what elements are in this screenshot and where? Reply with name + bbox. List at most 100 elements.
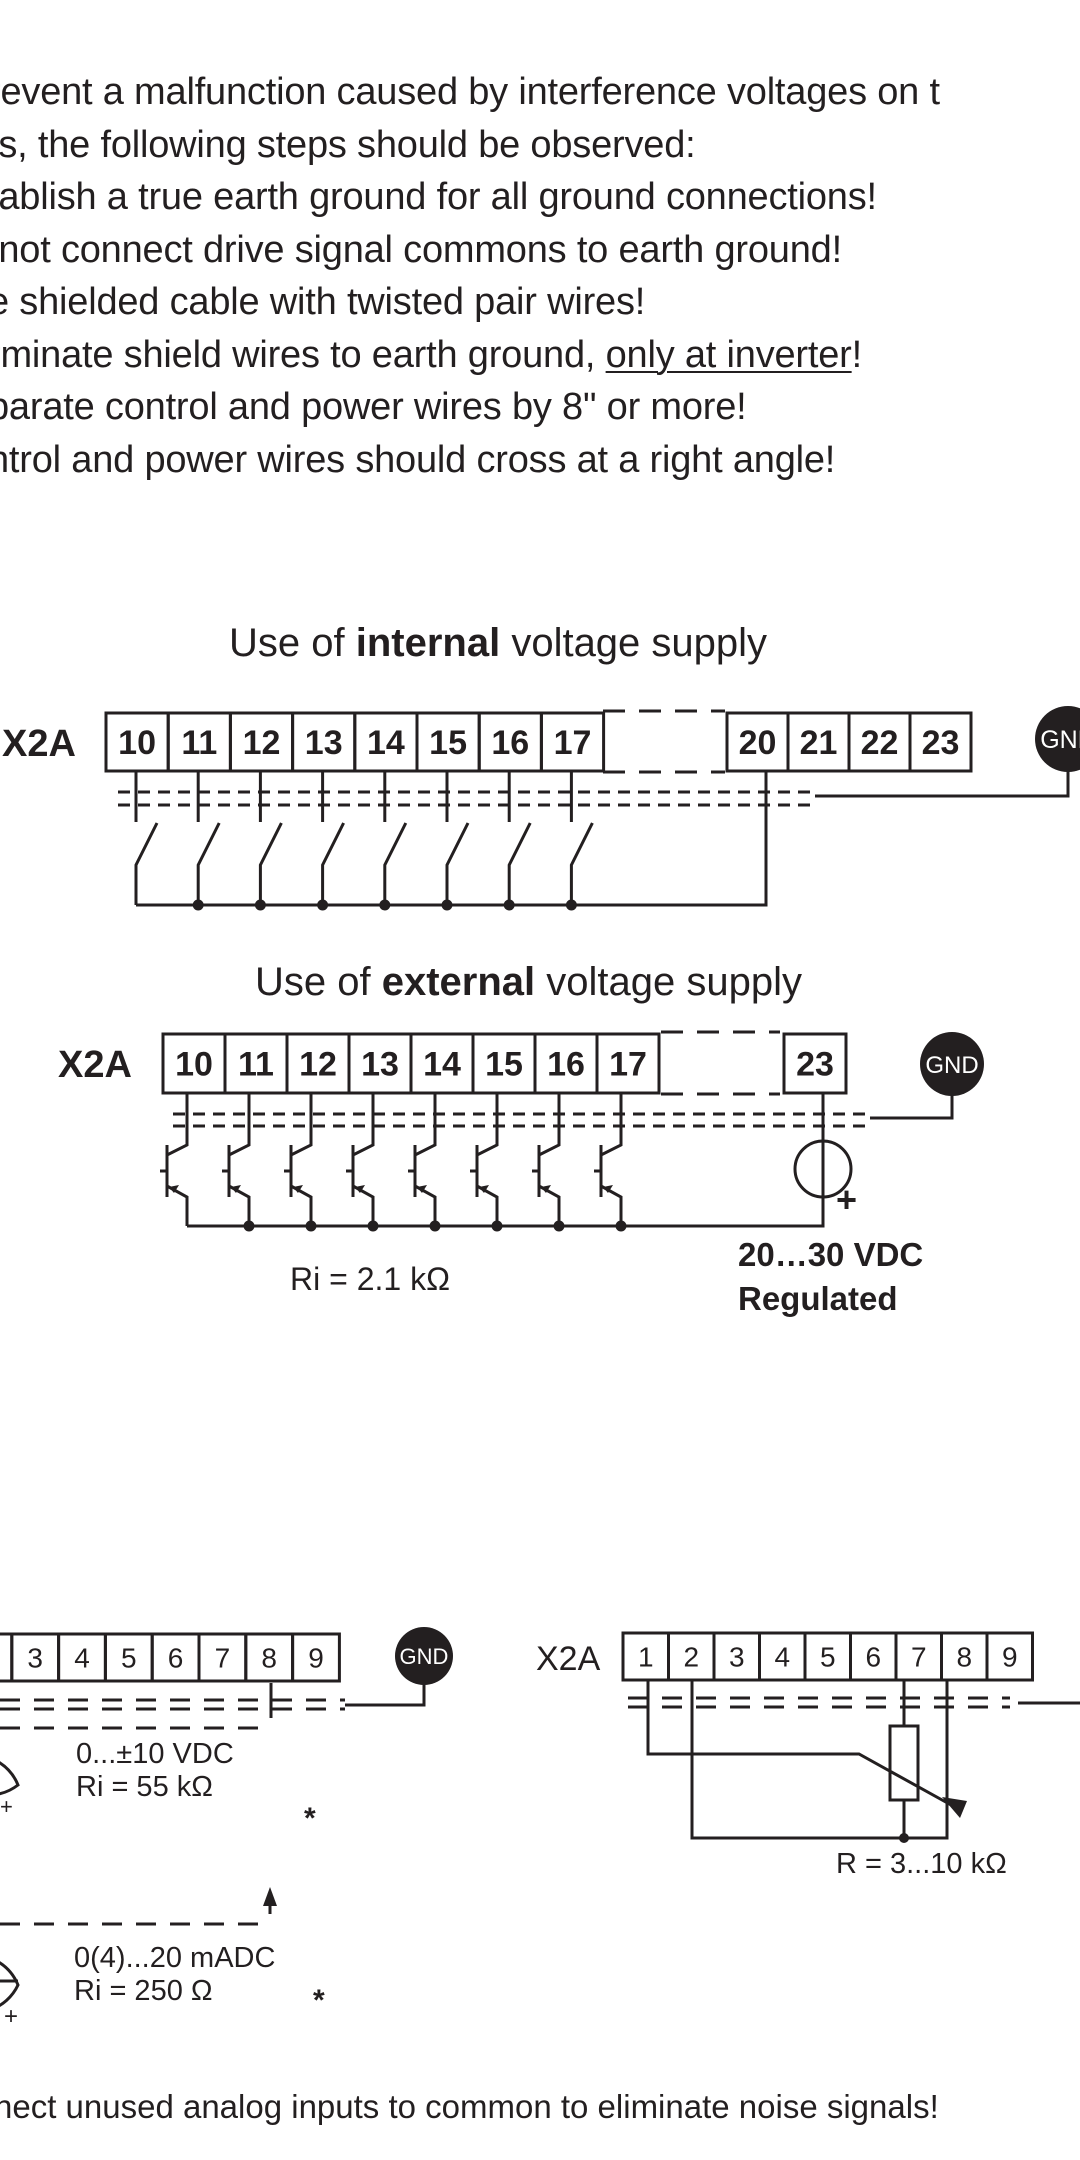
terminal-box [595, 1032, 661, 1095]
terminal-number: 15 [485, 1046, 523, 1084]
terminal-9: 9 [985, 1631, 1034, 1682]
external-supply-title: Use of external voltage supply [255, 960, 802, 1004]
terminal-6: 6 [849, 1631, 898, 1682]
voltage-source-icon [793, 1139, 853, 1199]
switch-contact-icon [196, 822, 221, 905]
plus-sign: + [836, 1179, 857, 1220]
terminal-12: 12 [285, 1032, 351, 1095]
switch-contact-icon [445, 822, 470, 905]
transistor-17 [594, 1093, 627, 1232]
emitter-lead [166, 1184, 189, 1226]
terminal-3: 3 [10, 1632, 61, 1683]
terminal-4: 4 [758, 1631, 807, 1682]
transistor-13 [346, 1093, 379, 1232]
collector-lead [228, 1093, 251, 1157]
terminal-20: 20 [725, 711, 790, 773]
terminal-17: 17 [595, 1032, 661, 1095]
gnd-label: GND [925, 1052, 978, 1079]
footer-note: nect unused analog inputs to common to e… [0, 2088, 939, 2125]
terminal-number: 10 [175, 1046, 213, 1084]
common-wire [187, 1094, 825, 1228]
supply-note: Regulated [738, 1280, 898, 1317]
terminal-14: 14 [353, 711, 419, 773]
terminal-11: 11 [166, 711, 232, 773]
terminal-box [291, 1632, 341, 1683]
terminal-8: 8 [940, 1631, 989, 1682]
transistor-14 [408, 1093, 441, 1232]
guideline-line: e shielded cable with twisted pair wires… [0, 281, 646, 323]
terminal-number: 13 [361, 1046, 399, 1084]
terminal-7: 7 [197, 1632, 248, 1683]
transistor-15 [470, 1093, 503, 1232]
terminal-10: 10 [161, 1032, 227, 1095]
terminal-21: 21 [786, 711, 851, 773]
terminal-number: 11 [238, 1046, 274, 1084]
reference-loop-wire [690, 1680, 949, 1840]
guideline-line: ts, the following steps should be observ… [0, 123, 696, 166]
guideline-line: not connect drive signal commons to eart… [0, 228, 842, 271]
shield-ground-wire [870, 1093, 954, 1120]
terminal-4: 4 [57, 1632, 107, 1683]
underlined-emphasis: only at inverter [605, 333, 852, 376]
terminal-13: 13 [347, 1032, 413, 1095]
terminal-number: 17 [609, 1046, 647, 1084]
terminal-22: 22 [847, 711, 912, 773]
connector-label: X2A [58, 1044, 132, 1086]
emitter-lead [228, 1184, 251, 1226]
terminal-13: 13 [291, 711, 357, 773]
terminal-2: 2 [667, 1631, 716, 1682]
current-ri: Ri = 250 Ω [74, 1975, 213, 2007]
terminal-box [985, 1631, 1034, 1682]
terminal-15: 15 [415, 711, 481, 773]
emitter-arrow-icon [479, 1185, 489, 1193]
emitter-arrow-icon [603, 1185, 613, 1193]
terminal-14: 14 [409, 1032, 475, 1095]
voltage-ri: Ri = 55 kΩ [76, 1771, 213, 1803]
emitter-lead [290, 1184, 313, 1226]
terminal-17: 17 [539, 711, 606, 773]
guideline-suffix: ! [851, 333, 863, 376]
gnd-symbol: GND [920, 1032, 984, 1096]
gnd-icon [395, 1627, 453, 1685]
terminal- [0, 1632, 14, 1683]
input-resistance: Ri = 2.1 kΩ [290, 1261, 450, 1297]
terminal-number: 6 [168, 1643, 184, 1674]
gnd-label: GND [400, 1644, 449, 1669]
terminal-number: 8 [261, 1643, 277, 1674]
emitter-lead [600, 1184, 623, 1226]
collector-lead [290, 1093, 313, 1157]
terminal-number: 10 [118, 724, 156, 762]
gnd-symbol: GND [1035, 706, 1080, 772]
switch-contact-icon [569, 822, 594, 905]
terminal-7: 7 [894, 1631, 943, 1682]
terminal-number: 4 [74, 1643, 90, 1674]
terminal-16: 16 [477, 711, 543, 773]
terminal-12: 12 [228, 711, 295, 773]
terminal-23: 23 [908, 711, 973, 773]
internal-supply-title: Use of internal voltage supply [229, 621, 767, 665]
switch-14 [379, 771, 408, 911]
switch-15 [441, 771, 470, 911]
terminal-5: 5 [103, 1632, 154, 1683]
emitter-arrow-icon [293, 1185, 303, 1193]
terminal-number: 13 [305, 724, 343, 762]
connector-label: X2A [2, 723, 76, 765]
terminal-number: 3 [729, 1642, 745, 1673]
potentiometer-icon [888, 1724, 920, 1802]
terminal-number: 7 [911, 1642, 927, 1673]
terminal-number: 8 [956, 1642, 972, 1673]
emitter-lead [352, 1184, 375, 1226]
terminal-number: 21 [800, 724, 838, 762]
terminal-23: 23 [782, 1032, 848, 1095]
terminal-number: 14 [423, 1046, 461, 1084]
collector-lead [476, 1093, 499, 1157]
arrow-up-icon [263, 1887, 277, 1906]
emitter-arrow-icon [417, 1185, 427, 1193]
supply-voltage: 20…30 VDC [738, 1236, 923, 1273]
